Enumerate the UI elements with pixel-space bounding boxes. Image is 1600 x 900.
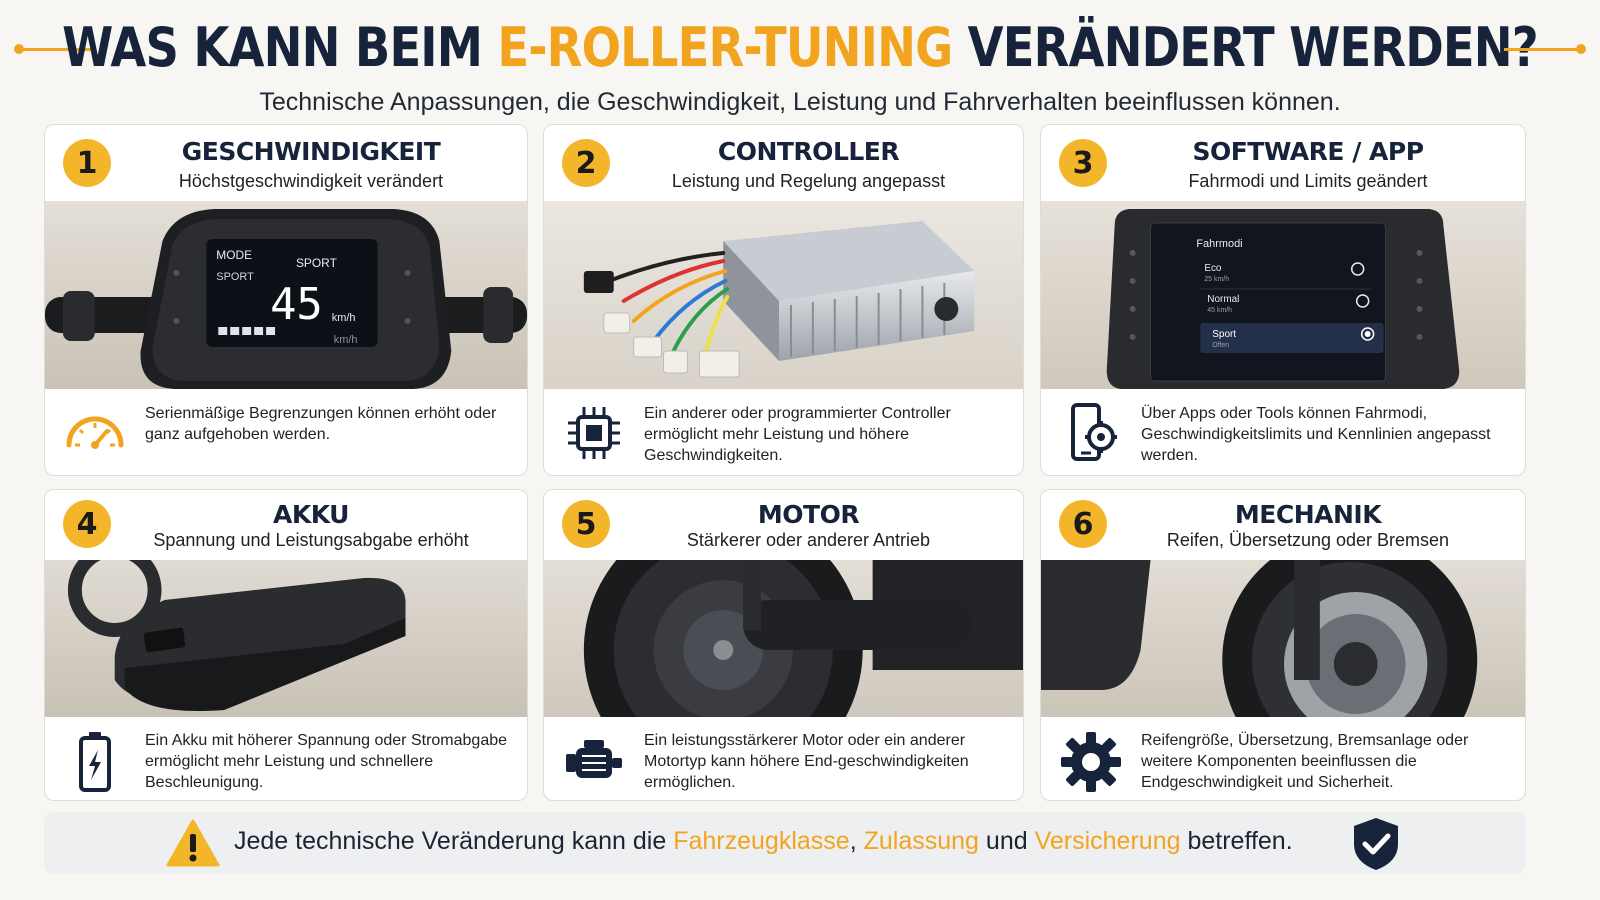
title-decoration-left bbox=[14, 44, 96, 54]
title-highlight: E-ROLLER-TUNING bbox=[497, 15, 953, 79]
card-title: MOTOR bbox=[757, 500, 860, 529]
card-subtitle: Höchstgeschwindigkeit verändert bbox=[178, 171, 444, 191]
card-number: 3 bbox=[1059, 139, 1107, 187]
card-description: Ein Akku mit höherer Spannung oder Strom… bbox=[145, 732, 508, 791]
footer-highlight-versicherung: Versicherung bbox=[1034, 827, 1181, 855]
card-subtitle: Fahrmodi und Limits geändert bbox=[1188, 171, 1428, 191]
card-description: Reifengröße, Übersetzung, Bremsanlage od… bbox=[1141, 732, 1469, 791]
page-title: WAS KANN BEIM E-ROLLER-TUNING VERÄNDERT … bbox=[62, 15, 1539, 79]
card-controller: 2 CONTROLLER Leistung und Regelung angep… bbox=[543, 124, 1024, 476]
card-motor: 5 MOTOR Stärkerer oder anderer Antrieb E… bbox=[543, 489, 1024, 801]
footer-highlight-fahrzeugklasse: Fahrzeugklasse bbox=[673, 827, 850, 855]
chip-icon bbox=[562, 401, 626, 465]
display-speed: 45 bbox=[270, 279, 323, 330]
card-description: Ein leistungsstärkerer Motor oder ein an… bbox=[644, 732, 969, 791]
brake-image bbox=[1041, 560, 1525, 717]
screen-heading: Fahrmodi bbox=[1196, 238, 1242, 250]
footer-highlight-zulassung: Zulassung bbox=[863, 827, 979, 855]
card-title: GESCHWINDIGKEIT bbox=[181, 137, 441, 166]
gear-icon bbox=[1059, 730, 1123, 794]
card-title: MECHANIK bbox=[1234, 500, 1382, 529]
card-mechanik: 6 MECHANIK Reifen, Übersetzung oder Brem… bbox=[1040, 489, 1526, 801]
card-title: CONTROLLER bbox=[717, 137, 900, 166]
title-decoration-right bbox=[1504, 44, 1586, 54]
footer-warning: Jede technische Veränderung kann die Fah… bbox=[44, 812, 1526, 874]
warning-icon bbox=[166, 818, 220, 868]
card-subtitle: Reifen, Übersetzung oder Bremsen bbox=[1166, 530, 1450, 550]
tablet-image: Fahrmodi Eco 25 km/h Normal 45 km/h Spor… bbox=[1041, 201, 1525, 389]
motor-image bbox=[544, 560, 1023, 717]
mode-sport-name: Sport bbox=[1212, 329, 1236, 340]
card-number: 5 bbox=[562, 500, 610, 548]
display-unit: km/h bbox=[332, 312, 356, 324]
display-mode-label-2: SPORT bbox=[216, 271, 254, 283]
card-software-app: Fahrmodi Eco 25 km/h Normal 45 km/h Spor… bbox=[1040, 124, 1526, 476]
card-description: Über Apps oder Tools können Fahrmodi, Ge… bbox=[1141, 405, 1491, 464]
footer-text: Jede technische Veränderung kann die Fah… bbox=[234, 827, 1293, 855]
battery-icon bbox=[63, 730, 127, 794]
mode-normal-detail: 45 km/h bbox=[1207, 307, 1232, 314]
card-number: 2 bbox=[562, 139, 610, 187]
card-number: 1 bbox=[63, 139, 111, 187]
card-subtitle: Leistung und Regelung angepasst bbox=[671, 171, 946, 191]
phone-gear-icon bbox=[1059, 401, 1123, 465]
display-mode-value: SPORT bbox=[296, 256, 338, 270]
shield-check-icon bbox=[1352, 816, 1400, 872]
card-geschwindigkeit: MODE SPORT SPORT 45 km/h km/h 1 GESCHWIN… bbox=[44, 124, 528, 476]
display-mode-label: MODE bbox=[216, 248, 252, 262]
card-number: 4 bbox=[63, 500, 111, 548]
display-unit-2: km/h bbox=[334, 334, 358, 346]
card-subtitle: Stärkerer oder anderer Antrieb bbox=[686, 530, 931, 550]
card-subtitle: Spannung und Leistungsabgabe erhöht bbox=[153, 530, 469, 550]
engine-icon bbox=[562, 730, 626, 794]
card-akku: 4 AKKU Spannung und Leistungsabgabe erhö… bbox=[44, 489, 528, 801]
mode-eco-detail: 25 km/h bbox=[1204, 276, 1229, 283]
page-subtitle: Technische Anpassungen, die Geschwindigk… bbox=[259, 88, 1341, 116]
battery-image bbox=[45, 560, 527, 717]
speedometer-icon bbox=[63, 401, 127, 465]
mode-sport-detail: Offen bbox=[1212, 342, 1229, 349]
controller-image bbox=[544, 201, 1023, 389]
card-number: 6 bbox=[1059, 500, 1107, 548]
header: WAS KANN BEIM E-ROLLER-TUNING VERÄNDERT … bbox=[0, 8, 1600, 118]
mode-normal-name: Normal bbox=[1207, 294, 1239, 305]
card-description: Ein anderer oder programmierter Controll… bbox=[644, 405, 951, 464]
dashboard-image: MODE SPORT SPORT 45 km/h km/h bbox=[45, 201, 527, 389]
card-title: AKKU bbox=[273, 500, 349, 529]
card-title: SOFTWARE / APP bbox=[1192, 137, 1424, 166]
card-description: Serienmäßige Begrenzungen können erhöht … bbox=[145, 405, 497, 443]
mode-eco-name: Eco bbox=[1204, 263, 1222, 274]
